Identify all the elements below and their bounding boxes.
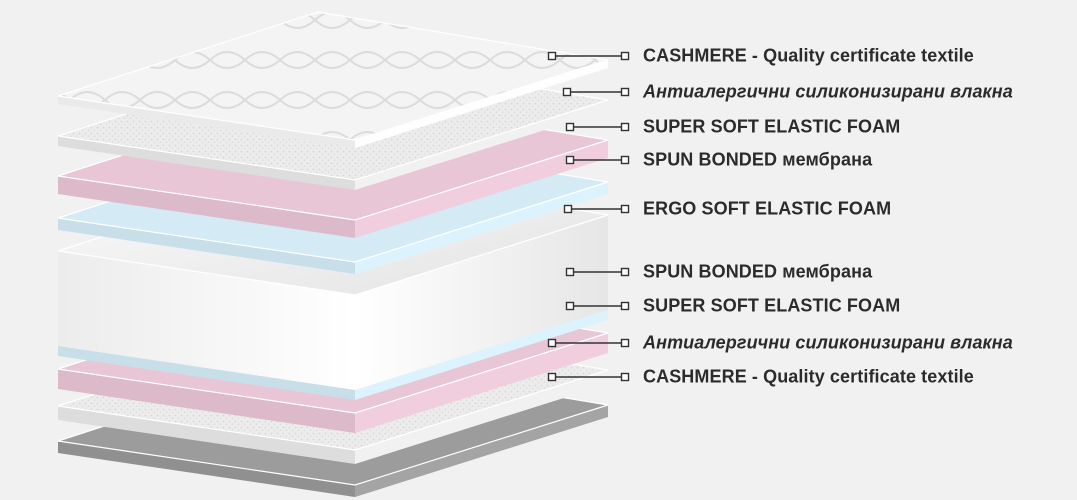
connector-dot-layer [563,204,573,214]
connector-dot-label [620,155,630,165]
layer-front-right [355,100,608,190]
connector-dot-layer [547,372,557,382]
connector-dot-label [620,267,630,277]
layer-front-right [355,140,608,238]
connector-dot-label [620,372,630,382]
layer-front-left [58,406,355,464]
layer-label: SPUN BONDED мембрана [643,149,873,170]
layer-top-face [57,11,609,141]
layer-label: Антиалергични силиконизирани влакна [643,332,1013,353]
connector-dot-label [620,51,630,61]
connector-dot-layer [547,338,557,348]
layer-front-left [58,369,355,433]
layer-front-left [58,96,355,148]
layer-label: Антиалергични силиконизирани влакна [643,81,1013,102]
layer-front-left [58,251,355,390]
layer-front-left [58,136,355,190]
connector-dot-label [620,204,630,214]
connector-dot-label [620,122,630,132]
layer-front-left [58,218,355,274]
layer-label: CASHMERE - Quality certificate textile [643,366,974,387]
layer-label: SPUN BONDED мембрана [643,261,873,282]
layer-front-right [355,405,608,497]
connector-dot-label [620,301,630,311]
layer-front-right [355,60,608,148]
connector-dot-layer [565,267,575,277]
connector-dot-label [620,338,630,348]
layer-front-right [355,333,608,433]
layer-front-right [355,215,608,390]
layer-quilted-textile [57,11,609,148]
connector-dot-layer [562,87,572,97]
layer-label: ERGO SOFT ELASTIC FOAM [643,198,892,219]
connector-dot-layer [565,122,575,132]
layer-front-left [58,441,355,497]
layer-label: SUPER SOFT ELASTIC FOAM [643,295,901,316]
layer-front-left [58,344,355,400]
connector-dot-label [620,87,630,97]
layer-front-right [355,308,608,400]
layer-label: CASHMERE - Quality certificate textile [643,45,974,66]
layer-front-left [58,176,355,238]
layer-front-right [355,370,608,464]
connector-dot-layer [565,155,575,165]
connector-dot-layer [565,301,575,311]
layer-label: SUPER SOFT ELASTIC FOAM [643,116,901,137]
layer-front-right [355,182,608,274]
connector-dot-layer [547,51,557,61]
